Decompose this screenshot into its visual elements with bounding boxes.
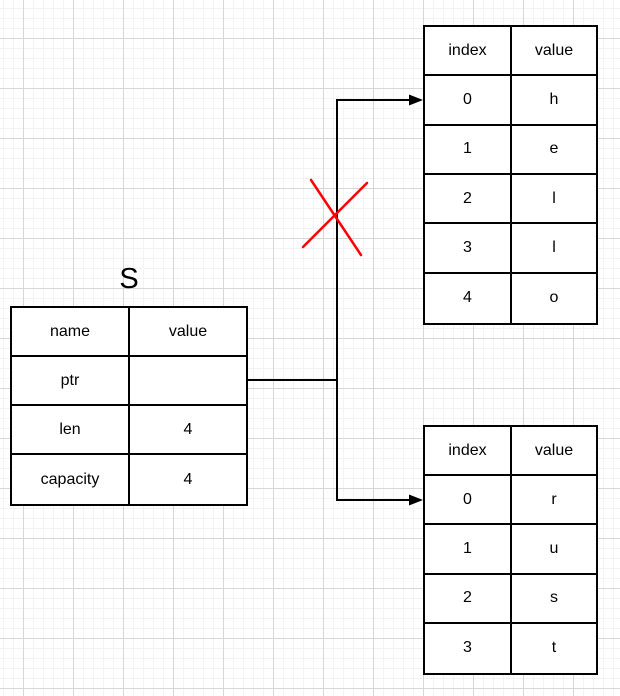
heap-rust-cell-index: 2 <box>425 574 512 624</box>
heap-hello-header-index: index <box>425 27 512 77</box>
heap-table-hello: index value 0 h 1 e 2 l 3 l 4 o <box>423 25 598 325</box>
cross-stroke-2 <box>301 181 369 249</box>
heap-hello-cell-value: h <box>512 76 596 126</box>
heap-hello-cell-index: 3 <box>425 224 512 274</box>
stack-table: name value ptr len 4 capacity 4 <box>10 306 248 506</box>
heap-hello-cell-value: e <box>512 126 596 175</box>
heap-hello-cell-index: 4 <box>425 273 512 323</box>
heap-hello-cell-value: o <box>549 289 559 307</box>
heap-rust-header-index: index <box>425 427 512 477</box>
heap-hello-cell-index: 0 <box>425 76 512 126</box>
pointer-connectors <box>247 99 411 501</box>
arrowhead-to-rust-icon <box>409 494 423 506</box>
heap-rust-cell-value: r <box>512 476 596 526</box>
stack-cell-capacity-value: 4 <box>183 470 193 488</box>
heap-rust-header-value: value <box>512 427 596 477</box>
stack-cell-ptr-value <box>130 357 246 406</box>
arrowhead-to-hello-icon <box>409 94 423 106</box>
heap-rust-cell-value: u <box>512 525 596 575</box>
heap-hello-cell-index: 1 <box>425 125 512 175</box>
stack-cell-len-value: 4 <box>130 406 246 455</box>
stack-header-value: value <box>130 308 246 357</box>
heap-hello-cell-index: 2 <box>425 174 512 225</box>
heap-hello-cell-value: l <box>512 224 596 274</box>
heap-rust-cell-index: 3 <box>425 623 512 673</box>
heap-rust-cell-value: t <box>551 639 557 657</box>
heap-hello-header-value: value <box>512 27 596 77</box>
stack-header-name: name <box>12 308 130 357</box>
invalid-cross-icon <box>301 178 369 257</box>
heap-rust-cell-index: 1 <box>425 525 512 575</box>
arrowheads <box>409 94 423 506</box>
heap-rust-cell-index: 0 <box>425 476 512 526</box>
heap-rust-cell-value: s <box>512 575 596 624</box>
stack-cell-len-name: len <box>12 406 130 455</box>
stack-cell-capacity-name: capacity <box>12 455 130 504</box>
stack-cell-ptr-name: ptr <box>12 357 130 406</box>
heap-hello-cell-value: l <box>512 175 596 225</box>
cross-stroke-1 <box>309 178 363 257</box>
stack-table-title: S <box>119 262 139 295</box>
heap-table-rust: index value 0 r 1 u 2 s 3 t <box>423 425 598 675</box>
